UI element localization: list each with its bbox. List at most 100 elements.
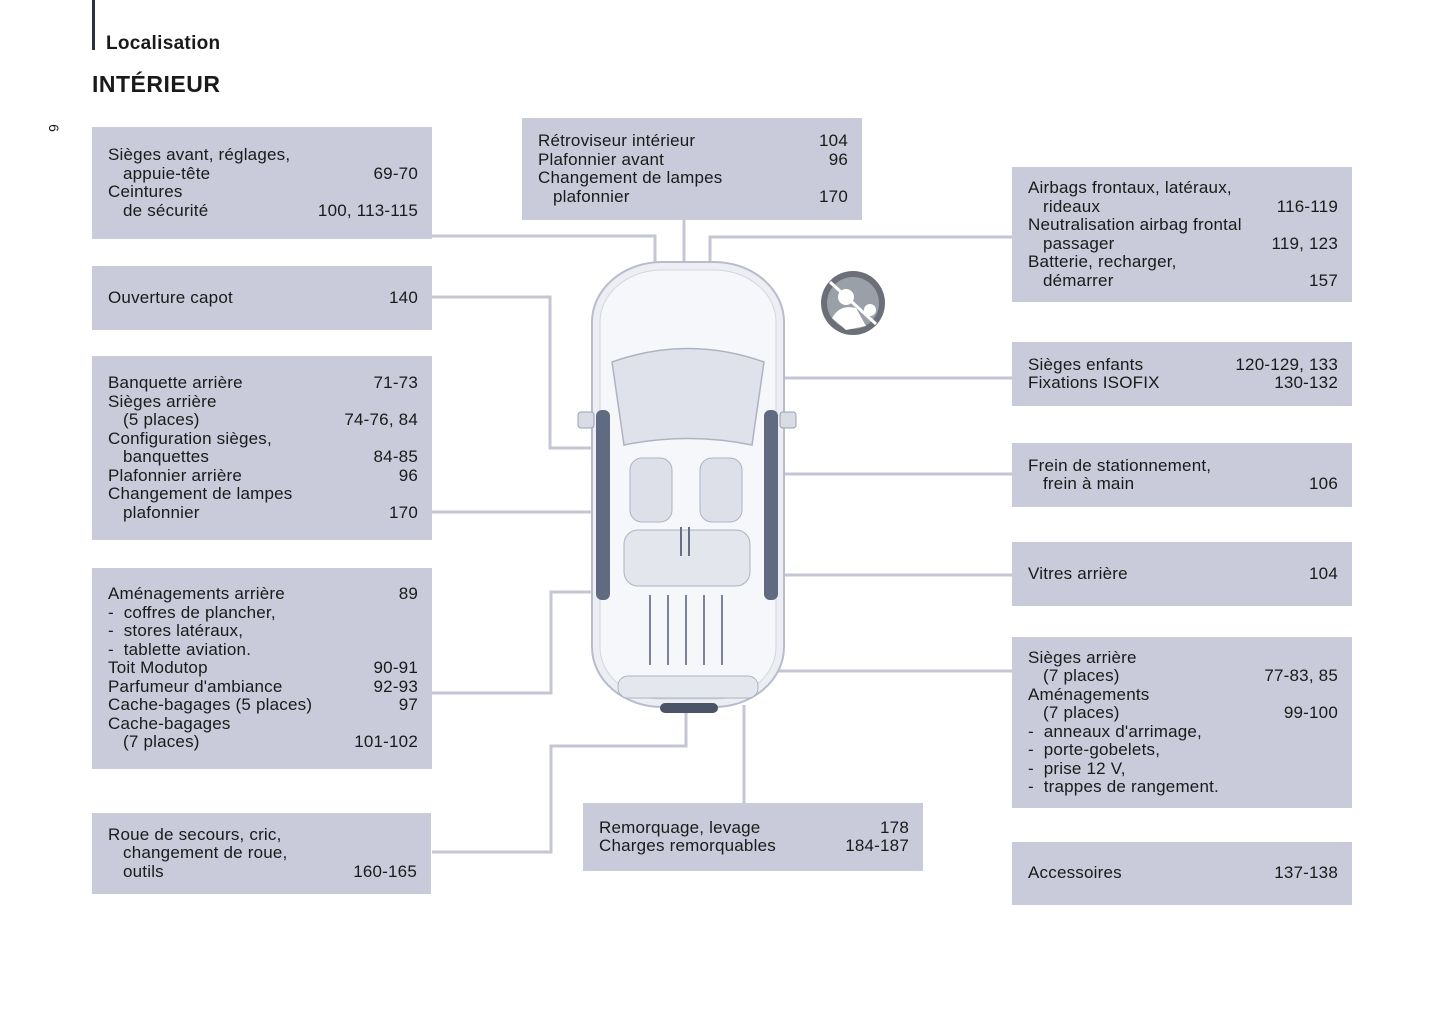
index-row: (7 places) 99-100 — [1028, 703, 1338, 723]
index-page-ref — [408, 430, 418, 449]
index-topic: Cache-bagages (5 places) — [108, 695, 313, 715]
index-topic: Changement de lampes — [108, 484, 293, 503]
index-topic: de sécurité — [123, 200, 209, 220]
index-topic: Vitres arrière — [1028, 563, 1128, 583]
index-topic: - prise 12 V, — [1028, 758, 1126, 778]
index-page-ref: 84-85 — [373, 447, 418, 466]
section-label: Localisation — [106, 33, 221, 54]
index-topic: Sièges enfants — [1028, 354, 1144, 374]
index-page-ref — [1328, 457, 1338, 476]
index-topic: Sièges avant, réglages, — [108, 145, 291, 164]
index-row: - prise 12 V, — [1028, 758, 1338, 779]
index-topic: (7 places) — [1043, 666, 1120, 685]
index-row: - tablette aviation. — [108, 639, 418, 660]
index-row: - coffres de plancher, — [108, 603, 418, 623]
index-page-ref: 92-93 — [373, 676, 418, 696]
index-row: - anneaux d'arrimage, — [1028, 721, 1338, 742]
airbag-off-icon — [821, 271, 885, 335]
index-row: (7 places)101-102 — [108, 733, 418, 752]
index-page-ref — [408, 622, 418, 641]
index-topic: Roue de secours, cric, — [108, 824, 282, 844]
index-page-ref: 104 — [819, 131, 848, 150]
index-topic: plafonnier — [123, 502, 200, 522]
index-page-ref: 71-73 — [373, 373, 418, 392]
index-page-ref: 100, 113-115 — [317, 200, 418, 220]
index-page-ref: 157 — [1309, 270, 1338, 290]
index-topic: - trappes de rangement. — [1028, 777, 1219, 796]
index-topic: Aménagements arrière — [108, 584, 285, 604]
index-page-ref — [407, 844, 417, 863]
index-page-ref: 178 — [880, 817, 909, 837]
index-page-ref: 170 — [819, 186, 848, 206]
index-page-ref: 99-100 — [1283, 703, 1338, 722]
index-row: passager 119, 123 — [1028, 233, 1338, 254]
index-row: Sièges avant, réglages, — [108, 145, 418, 165]
index-page-ref — [408, 641, 418, 660]
index-topic: (7 places) — [123, 732, 200, 752]
index-page-ref: 170 — [389, 502, 418, 522]
index-topic: - anneaux d'arrimage, — [1028, 721, 1202, 741]
index-topic: Configuration sièges, — [108, 428, 272, 448]
index-topic: Cache-bagages — [108, 713, 231, 733]
index-topic: - porte-gobelets, — [1028, 740, 1161, 759]
index-page-ref: 96 — [398, 465, 418, 485]
index-page-ref — [1328, 686, 1338, 705]
index-page-ref — [408, 485, 418, 504]
index-page-ref: 90-91 — [373, 658, 418, 678]
index-page-ref: 104 — [1309, 563, 1338, 583]
index-topic: Sièges arrière — [108, 391, 217, 411]
index-row: Sièges arrière — [1028, 648, 1338, 668]
index-page-ref: 119, 123 — [1271, 233, 1338, 253]
index-row: (7 places)77-83, 85 — [1028, 666, 1338, 686]
index-row: - stores latéraux, — [108, 622, 418, 641]
index-topic: Fixations ISOFIX — [1028, 373, 1160, 392]
index-row: plafonnier 170 — [108, 502, 418, 523]
index-row: Changement de lampes — [108, 484, 418, 504]
index-topic: appuie-tête — [123, 163, 211, 183]
index-page-ref: 116-119 — [1276, 196, 1338, 216]
index-row: - trappes de rangement. — [1028, 777, 1338, 797]
index-topic: Frein de stationnement, — [1028, 455, 1212, 475]
index-row: Vitres arrière 104 — [1028, 563, 1338, 584]
index-topic: Batterie, recharger, — [1028, 252, 1177, 271]
index-topic: - stores latéraux, — [108, 621, 244, 641]
index-topic: - tablette aviation. — [108, 639, 252, 659]
index-page-ref: 96 — [828, 149, 848, 169]
index-page-ref: 74-76, 84 — [344, 410, 418, 429]
index-topic: Airbags frontaux, latéraux, — [1028, 178, 1232, 197]
index-page-ref — [408, 393, 418, 412]
index-page-ref: 89 — [398, 584, 418, 604]
index-topic: Ouverture capot — [108, 287, 233, 307]
index-topic: passager — [1043, 233, 1115, 253]
index-topic: (7 places) — [1043, 703, 1120, 722]
index-topic: Toit Modutop — [108, 658, 208, 678]
index-row: Toit Modutop 90-91 — [108, 659, 418, 678]
header-accent-bar — [92, 0, 95, 50]
box-roue-de-secours: Roue de secours, cric,changement de roue… — [92, 813, 431, 894]
index-page-ref — [1328, 253, 1338, 272]
index-topic: Remorquage, levage — [599, 817, 761, 837]
index-row: de sécurité 100, 113-115 — [108, 200, 418, 221]
index-page-ref: 97 — [398, 695, 418, 715]
index-topic: Plafonnier avant — [538, 149, 665, 169]
index-topic: frein à main — [1043, 474, 1135, 493]
index-page-ref: 184-187 — [845, 836, 909, 855]
index-topic: outils — [123, 861, 164, 881]
page-title: INTÉRIEUR — [92, 71, 221, 97]
index-page-ref: 160-165 — [353, 861, 417, 881]
index-row: Remorquage, levage 178 — [599, 817, 909, 838]
index-row: Cache-bagages (5 places) 97 — [108, 696, 418, 715]
